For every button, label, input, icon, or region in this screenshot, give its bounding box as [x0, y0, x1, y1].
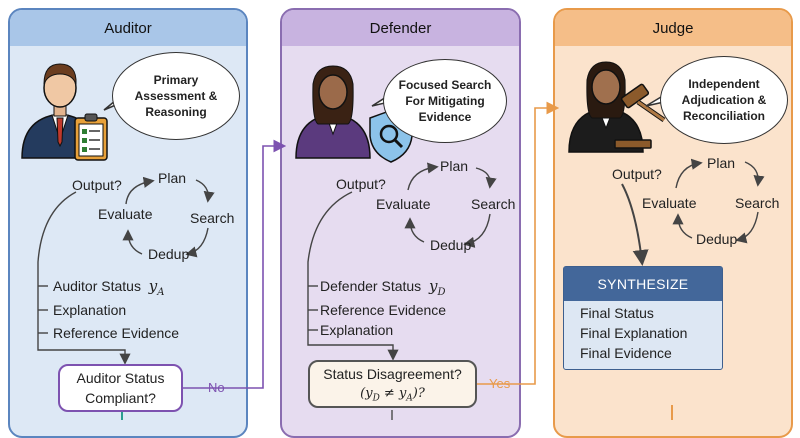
defender-dedup-label: Dedup	[430, 237, 472, 253]
judge-dedup-label: Dedup	[696, 231, 738, 247]
synthesize-title: SYNTHESIZE	[564, 267, 722, 301]
defender-lane-title: Defender	[282, 10, 519, 46]
auditor-status-symbol: yA	[148, 277, 165, 298]
judge-lane-title: Judge	[555, 10, 791, 46]
judge-avatar-icon	[568, 61, 644, 153]
auditor-decision-line1: Auditor Status	[76, 370, 165, 386]
yes-edge-label: Yes	[489, 376, 511, 391]
auditor-reasoning-loop	[37, 176, 215, 365]
defender-search-label: Search	[471, 196, 516, 212]
diagram-graphics	[21, 61, 765, 420]
auditor-decision-line2: Compliant?	[85, 389, 156, 406]
auditor-evaluate-label: Evaluate	[98, 206, 153, 222]
auditor-compliance-decision: Auditor Status Compliant?	[58, 364, 183, 412]
auditor-output-status: Auditor Status yA	[53, 277, 165, 298]
final-status-item: Final Status	[580, 305, 654, 321]
status-disagreement-decision: Status Disagreement? (yD ≠ yA)?	[308, 360, 477, 408]
defender-avatar-icon	[295, 65, 371, 159]
clipboard-icon	[74, 113, 108, 161]
defender-role-bubble: Focused Search For Mitigating Evidence	[383, 59, 507, 143]
defender-plan-label: Plan	[440, 158, 469, 174]
defender-output-status: Defender Status yD	[320, 277, 446, 298]
defender-reasoning-loop	[307, 162, 497, 361]
auditor-output-explanation: Explanation	[53, 302, 127, 318]
auditor-output-evidence: Reference Evidence	[53, 325, 180, 341]
auditor-dedup-label: Dedup	[148, 246, 190, 262]
no-edge-label: No	[208, 380, 225, 395]
judge-role-bubble: Independent Adjudication & Reconciliatio…	[660, 56, 788, 144]
auditor-search-label: Search	[190, 210, 235, 226]
auditor-lane-title: Auditor	[10, 10, 246, 46]
auditor-role-bubble: Primary Assessment & Reasoning	[112, 52, 240, 140]
judge-plan-label: Plan	[707, 155, 736, 171]
final-evidence-item: Final Evidence	[580, 345, 672, 361]
yes-connector	[477, 101, 560, 385]
defender-output-label: Output?	[336, 176, 386, 192]
defender-evaluate-label: Evaluate	[376, 196, 431, 212]
judge-search-label: Search	[735, 195, 780, 211]
auditor-output-label: Output?	[72, 177, 122, 193]
defender-output-explanation: Explanation	[320, 322, 394, 338]
judge-evaluate-label: Evaluate	[642, 195, 697, 211]
defender-output-evidence: Reference Evidence	[320, 302, 447, 318]
synthesize-box: SYNTHESIZE	[563, 266, 723, 370]
final-explanation-item: Final Explanation	[580, 325, 688, 341]
auditor-plan-label: Plan	[158, 170, 187, 186]
defender-decision-line1: Status Disagreement?	[323, 366, 462, 382]
no-connector	[183, 139, 287, 389]
gavel-icon	[614, 83, 666, 149]
defender-status-symbol: yD	[428, 277, 446, 298]
judge-output-label: Output?	[612, 166, 662, 182]
defender-decision-line2: (yD ≠ yA)?	[360, 385, 425, 404]
